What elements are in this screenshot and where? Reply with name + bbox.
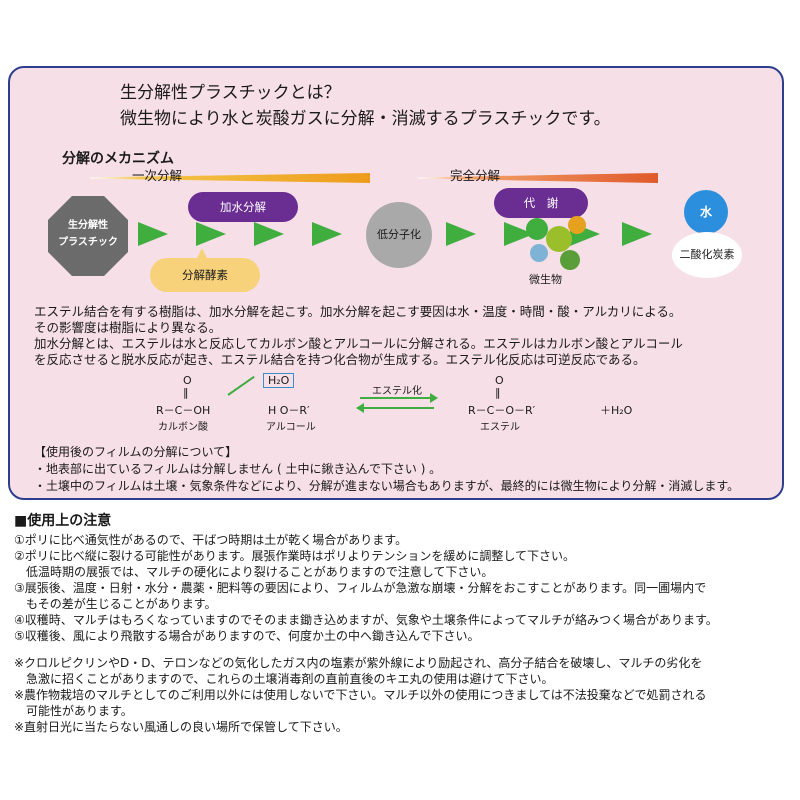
microbe-icon — [530, 244, 548, 262]
phase2-label: 完全分解 — [450, 168, 501, 183]
complete-decomposition-wedge — [418, 173, 658, 183]
arrow-triangle-icon — [622, 222, 652, 246]
carbonyl-oxygen-left: O — [183, 374, 192, 387]
microbe-icon — [546, 226, 572, 252]
alcohol-formula: H O－R′ — [268, 404, 310, 417]
hydrolysis-pill: 加水分解 — [188, 192, 298, 222]
metabolism-pill: 代 謝 — [494, 188, 588, 218]
film-notice-item: ・土壌中のフィルムは土壌・気象条件などにより、分解が進まない場合もありますが、最… — [34, 479, 740, 493]
caution-item: ④収穫時、マルチはもろくなっていますのでそのまま鋤き込めますが、気象や土壌条件に… — [14, 613, 718, 627]
caution-item: ②ポリに比べ縦に裂ける可能性があります。展張作業時はポリよりテンションを緩めに調… — [14, 549, 575, 563]
arrow-triangle-icon — [312, 222, 342, 246]
arrow-triangle-icon — [138, 222, 168, 246]
info-panel: 生分解性プラスチックとは？ 微生物により水と炭酸ガスに分解・消滅するプラスチック… — [8, 66, 784, 500]
plastic-octagon — [48, 196, 128, 276]
microbe-label: 微生物 — [529, 273, 562, 286]
caution-item: ①ポリに比べ通気性があるので、干ばつ時期は土が乾く場合があります。 — [14, 533, 408, 547]
description-line: を反応させると脱水反応が起き、エステル結合を持つ化合物が生成する。エステル化反応… — [34, 352, 646, 367]
arrow-triangle-icon — [254, 222, 284, 246]
caution-note: ※農作物栽培のマルチとしてのご利用以外には使用しないで下さい。マルチ以外の使用に… — [14, 688, 707, 702]
low-molecule-circle: 低分子化 — [366, 202, 432, 268]
description-line: エステル結合を有する樹脂は、加水分解を起こす。加水分解を起こす要因は水・温度・時… — [34, 304, 682, 319]
ester-formula: R－C－O－R′ — [468, 404, 536, 417]
cautions-title: ■使用上の注意 — [14, 513, 112, 529]
double-bond-right: ‖ — [495, 386, 501, 399]
water-box: H₂O — [263, 373, 295, 388]
title-question: 生分解性プラスチックとは？ — [120, 83, 341, 103]
primary-decomposition-wedge — [90, 173, 370, 183]
caution-item: もその差が生じることがあります。 — [14, 597, 217, 611]
forward-arrow-icon — [360, 397, 432, 399]
reverse-arrow-icon — [362, 407, 434, 409]
plastic-label: 生分解性 プラスチック — [58, 220, 118, 248]
alcohol-label: アルコール — [266, 422, 316, 433]
film-notice-item: ・地表部に出ているフィルムは分解しません ( 土中に鍬き込んで下さい ) 。 — [34, 462, 442, 476]
enzyme-bubble: 分解酵素 — [150, 258, 260, 292]
water-circle: 水 — [684, 190, 728, 234]
mechanism-title: 分解のメカニズム — [62, 151, 174, 167]
description-line: その影響度は樹脂により異なる。 — [34, 320, 222, 335]
phase1-label: 一次分解 — [132, 168, 183, 183]
carboxylic-acid-label: カルボン酸 — [158, 422, 208, 433]
co2-circle: 二酸化炭素 — [672, 232, 742, 278]
microbe-icon — [526, 218, 548, 240]
description-line: 加水分解とは、エステルは水と反応してカルボン酸とアルコールに分解される。エステル… — [34, 336, 683, 351]
caution-note: 急激に招くことがありますので、これらの土壌消毒剤の直前直後のキエ丸の使用は避けて… — [14, 672, 554, 686]
carbonyl-oxygen-right: O — [495, 374, 504, 387]
esterification-label: エステル化 — [372, 386, 422, 397]
microbe-icon — [568, 216, 586, 234]
caution-item: 低温時期の展張では、マルチの硬化により裂けることがありますので注意して下さい。 — [14, 565, 494, 579]
caution-item: ⑤収穫後、風により飛散する場合がありますので、何度か土の中へ鋤き込んで下さい。 — [14, 629, 480, 643]
caution-note: ※直射日光に当たらない風通しの良い場所で保管して下さい。 — [14, 720, 348, 734]
enzyme-bubble-pointer — [196, 248, 208, 260]
microbe-icon — [560, 250, 580, 270]
arrow-triangle-icon — [446, 222, 476, 246]
ester-label: エステル — [480, 422, 520, 433]
carboxylic-acid-formula: R－C－OH — [156, 404, 211, 417]
water-product: ＋H₂O — [600, 404, 633, 417]
arrow-triangle-icon — [196, 222, 226, 246]
forward-arrowhead-icon — [430, 393, 438, 403]
caution-item: ③展張後、温度・日射・水分・農薬・肥料等の要因により、フィルムが急激な崩壊・分解… — [14, 581, 707, 595]
caution-note: ※クロルピクリンやD・D、テロンなどの気化したガス内の塩素が紫外線により励起され… — [14, 656, 703, 670]
film-notice-heading: 【使用後のフィルムの分解について】 — [34, 445, 238, 459]
reverse-arrowhead-icon — [356, 403, 364, 413]
water-leave-arrow-icon — [227, 375, 255, 396]
caution-note: 可能性があります。 — [14, 704, 133, 718]
title-answer: 微生物により水と炭酸ガスに分解・消滅するプラスチックです。 — [120, 109, 611, 129]
film-notice: 【使用後のフィルムの分解について】 ・地表部に出ているフィルムは分解しません (… — [34, 444, 739, 495]
double-bond-left: ‖ — [183, 386, 189, 399]
